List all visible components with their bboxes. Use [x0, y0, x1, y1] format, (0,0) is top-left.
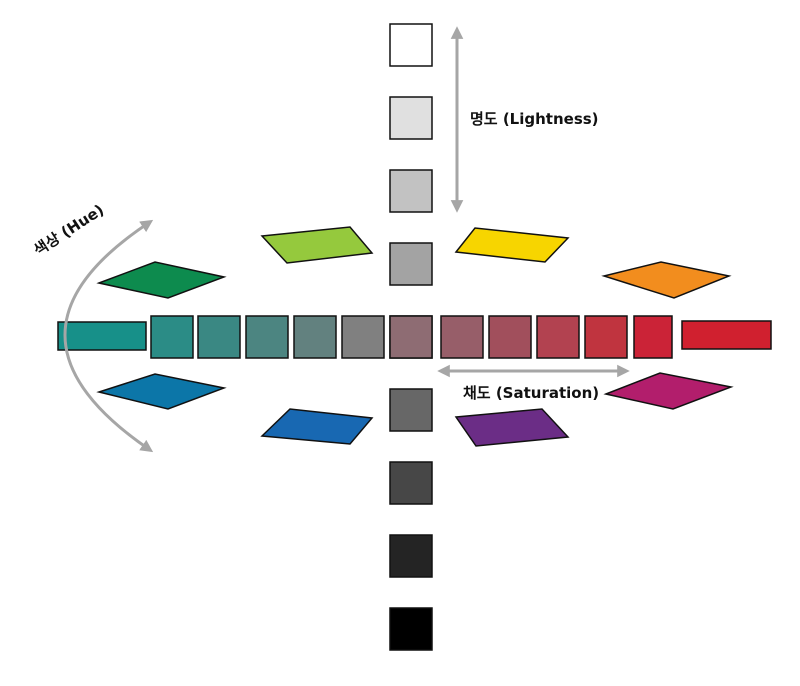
saturation-swatch-11 [584, 315, 628, 359]
hue-diamond-yellow-green [260, 226, 374, 264]
hue-label: 색상 (Hue) [30, 201, 107, 260]
saturation-swatch-8 [440, 315, 484, 359]
saturation-swatch-6 [341, 315, 385, 359]
hue-diamonds [96, 226, 734, 447]
lightness-swatch-4 [389, 242, 433, 286]
saturation-label: 채도 (Saturation) [463, 384, 599, 402]
lightness-swatch-6 [389, 388, 433, 432]
lightness-swatch-3 [389, 169, 433, 213]
saturation-swatch-2 [150, 315, 194, 359]
saturation-swatch-9 [488, 315, 532, 359]
lightness-swatch-1 [389, 23, 433, 67]
saturation-swatch-12 [633, 315, 673, 359]
lightness-swatch-2 [389, 96, 433, 140]
saturation-swatch-4 [245, 315, 289, 359]
saturation-swatch-10 [536, 315, 580, 359]
lightness-swatch-7 [389, 461, 433, 505]
hue-diamond-yellow [454, 227, 570, 263]
saturation-swatch-1 [57, 321, 147, 351]
saturation-row [57, 315, 772, 359]
lightness-swatch-8 [389, 534, 433, 578]
saturation-swatch-5 [293, 315, 337, 359]
lightness-label: 명도 (Lightness) [470, 110, 599, 128]
hue-diamond-purple [454, 408, 570, 447]
hue-diamond-teal-blue [96, 373, 227, 410]
lightness-swatch-9 [389, 607, 433, 651]
saturation-swatch-3 [197, 315, 241, 359]
hue-diamond-green [96, 261, 227, 299]
hue-diamond-blue [260, 408, 374, 445]
saturation-swatch-13 [681, 320, 772, 350]
hue-diamond-orange [601, 261, 732, 299]
hue-arrow [63, 219, 154, 453]
hue-diamond-magenta [603, 372, 734, 410]
saturation-swatch-7 [389, 315, 433, 359]
